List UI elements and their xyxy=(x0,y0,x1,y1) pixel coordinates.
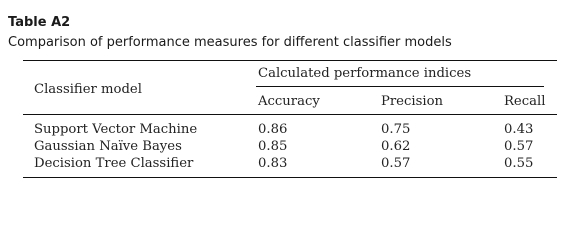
table-label: Table A2 xyxy=(8,15,71,30)
row-model-name: Support Vector Machine xyxy=(34,122,198,137)
column-group-header: Calculated performance indices xyxy=(258,66,472,81)
row-recall: 0.43 xyxy=(504,122,534,137)
column-header-classifier-model: Classifier model xyxy=(34,82,142,97)
row-model-name: Decision Tree Classifier xyxy=(34,156,194,171)
row-accuracy: 0.86 xyxy=(258,122,288,137)
row-recall: 0.57 xyxy=(504,139,534,154)
row-precision: 0.57 xyxy=(381,156,411,171)
row-accuracy: 0.85 xyxy=(258,139,288,154)
table-caption: Comparison of performance measures for d… xyxy=(8,35,452,50)
column-header-precision: Precision xyxy=(381,94,444,109)
row-accuracy: 0.83 xyxy=(258,156,288,171)
table-top-rule xyxy=(23,60,557,61)
row-precision: 0.75 xyxy=(381,122,411,137)
row-model-name: Gaussian Naïve Bayes xyxy=(34,139,182,154)
column-header-accuracy: Accuracy xyxy=(258,94,320,109)
column-group-rule xyxy=(256,86,544,87)
table-bottom-rule xyxy=(23,177,557,178)
row-recall: 0.55 xyxy=(504,156,534,171)
table-header-rule xyxy=(23,114,557,115)
row-precision: 0.62 xyxy=(381,139,411,154)
column-header-recall: Recall xyxy=(504,94,546,109)
